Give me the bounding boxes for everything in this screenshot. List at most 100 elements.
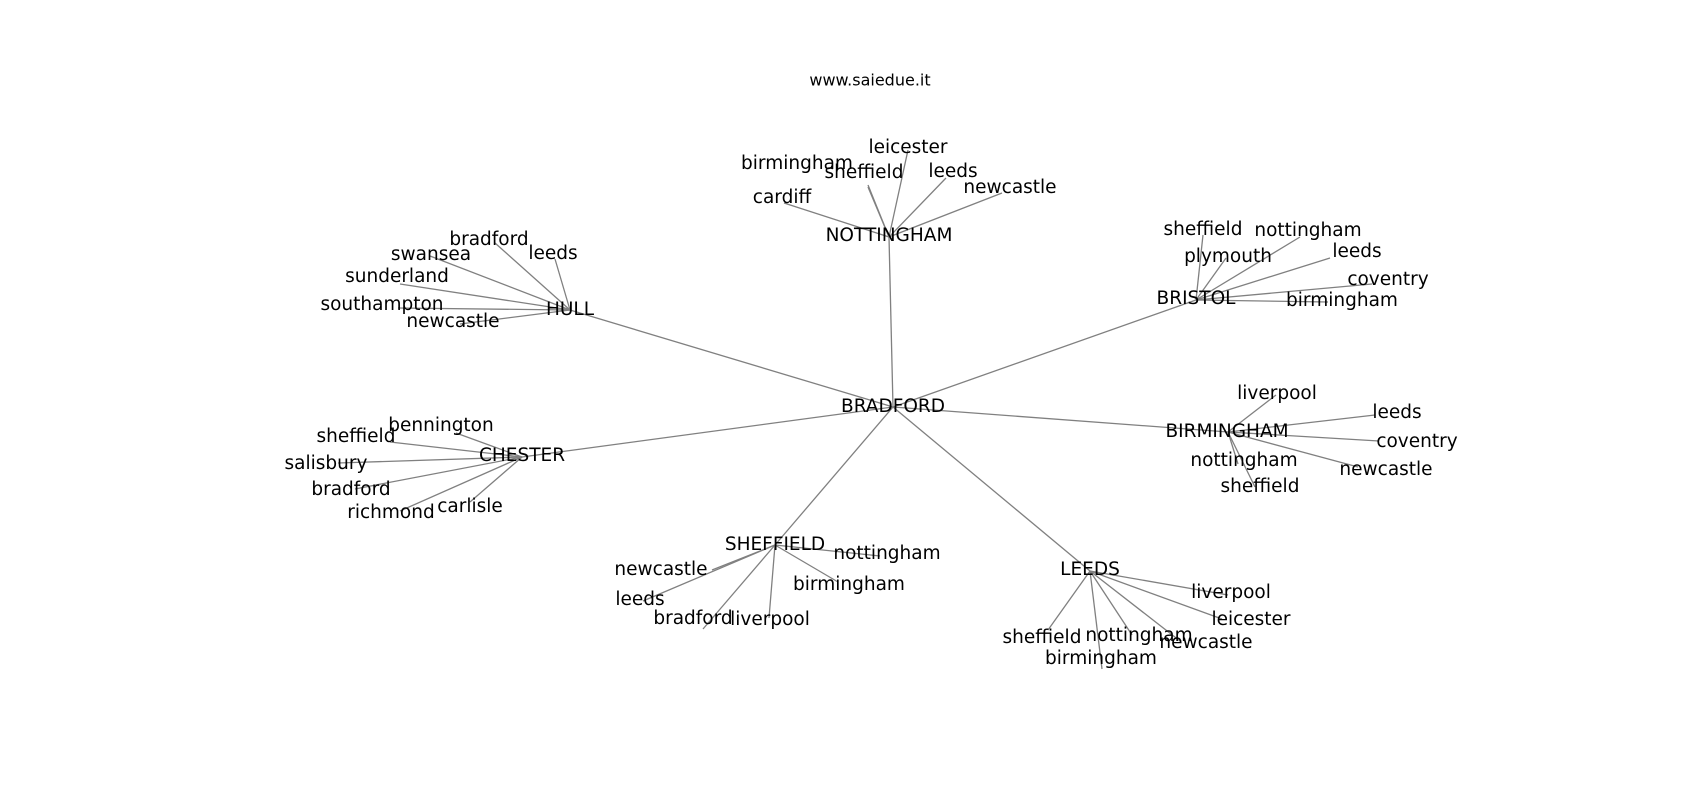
edge-hull-southampton xyxy=(397,307,571,311)
edge-hull-swansea xyxy=(429,255,571,311)
edge-birmingham-coventry xyxy=(1227,431,1380,442)
edge-bristol-plymouth xyxy=(1195,257,1227,301)
edge-nottingham-newcastle xyxy=(888,192,1003,238)
node-leaf-hull-leeds: leeds xyxy=(528,243,577,264)
edge-nottingham-sheffield xyxy=(867,184,890,238)
node-leaf-leeds-liverpool: liverpool xyxy=(1191,582,1271,603)
node-leaf-leeds-birmingham: birmingham xyxy=(1045,648,1157,669)
edge-bradford-birmingham xyxy=(892,406,1229,433)
edge-leeds-nottingham xyxy=(1089,570,1133,636)
node-leaf-chester-sheffield: sheffield xyxy=(317,426,396,447)
edge-leeds-sheffield xyxy=(1047,570,1091,631)
node-leaf-sheffield-newcastle: newcastle xyxy=(614,559,707,580)
edge-sheffield-nottingham xyxy=(774,544,881,557)
node-leaf-bristol-leeds: leeds xyxy=(1332,241,1381,262)
node-leaf-sheffield-nottingham: nottingham xyxy=(833,543,940,564)
node-leaf-nottingham-leicester: leicester xyxy=(868,137,947,158)
edge-leeds-liverpool xyxy=(1089,570,1229,596)
node-leaf-nottingham-newcastle: newcastle xyxy=(963,177,1056,198)
edge-chester-bradford xyxy=(354,456,523,490)
node-root-label: BRADFORD xyxy=(841,396,945,417)
edge-birmingham-leeds xyxy=(1227,414,1376,433)
edge-leeds-leicester xyxy=(1089,570,1223,620)
node-leaf-chester-salisbury: salisbury xyxy=(285,453,368,474)
node-hub-birmingham: BIRMINGHAM xyxy=(1165,421,1288,442)
edge-sheffield-birmingham xyxy=(774,544,839,583)
edge-bristol-nottingham xyxy=(1195,236,1301,301)
node-leaf-nottingham-birmingham: birmingham xyxy=(741,153,853,174)
node-leaf-chester-bennington: bennington xyxy=(388,415,493,436)
node-leaf-sheffield-liverpool: liverpool xyxy=(730,609,810,630)
edge-nottingham-leicester xyxy=(888,149,909,238)
node-leaf-chester-carlisle: carlisle xyxy=(437,496,503,517)
edge-leeds-birmingham xyxy=(1089,570,1103,670)
node-leaf-leeds-nottingham: nottingham xyxy=(1085,625,1192,646)
edge-bristol-sheffield xyxy=(1195,234,1204,301)
edge-leeds-newcastle xyxy=(1089,570,1181,642)
node-leaf-chester-bradford: bradford xyxy=(311,479,390,500)
edge-chester-sheffield xyxy=(389,441,523,458)
node-leaf-birmingham-coventry: coventry xyxy=(1376,431,1457,452)
edge-chester-richmond xyxy=(399,456,523,512)
node-leaf-hull-sunderland: sunderland xyxy=(345,266,449,287)
edge-birmingham-liverpool xyxy=(1227,394,1277,433)
node-leaf-bristol-birmingham: birmingham xyxy=(1286,290,1398,311)
node-leaf-bristol-plymouth: plymouth xyxy=(1184,246,1272,267)
edge-sheffield-liverpool xyxy=(768,544,776,619)
page-title: www.saiedue.it xyxy=(809,71,930,90)
node-leaf-sheffield-birmingham: birmingham xyxy=(793,574,905,595)
edge-bradford-bristol xyxy=(892,299,1197,408)
node-hub-nottingham: NOTTINGHAM xyxy=(826,225,953,246)
node-leaf-nottingham-cardiff: cardiff xyxy=(753,187,813,208)
edge-bristol-leeds xyxy=(1195,257,1331,301)
node-leaf-chester-richmond: richmond xyxy=(347,502,434,523)
edge-chester-salisbury xyxy=(337,456,523,464)
node-leaf-hull-swansea: swansea xyxy=(391,244,471,265)
edge-bradford-sheffield xyxy=(774,406,894,546)
label-layer: BRADFORD NOTTINGHAM birmingham leicester she… xyxy=(285,137,1458,669)
node-leaf-hull-bradford: bradford xyxy=(449,229,528,250)
edge-bradford-hull xyxy=(569,309,894,408)
node-leaf-nottingham-leeds: leeds xyxy=(928,161,977,182)
edge-hull-leeds xyxy=(554,258,571,311)
node-leaf-sheffield-bradford: bradford xyxy=(653,608,732,629)
edge-bradford-leeds xyxy=(892,406,1091,572)
edge-sheffield-bradford xyxy=(702,544,776,630)
node-leaf-birmingham-leeds: leeds xyxy=(1372,402,1421,423)
node-leaf-hull-southampton: southampton xyxy=(320,294,443,315)
edge-bristol-birmingham xyxy=(1195,299,1329,303)
edge-layer xyxy=(337,149,1380,670)
node-leaf-birmingham-nottingham: nottingham xyxy=(1190,450,1297,471)
edge-birmingham-nottingham xyxy=(1227,431,1239,465)
node-hub-bristol: BRISTOL xyxy=(1157,288,1237,309)
edge-hull-newcastle xyxy=(459,309,571,325)
node-leaf-birmingham-sheffield: sheffield xyxy=(1221,476,1300,497)
node-leaf-bristol-nottingham: nottingham xyxy=(1254,220,1361,241)
edge-hull-bradford xyxy=(494,242,571,311)
edge-bradford-nottingham xyxy=(888,236,894,408)
edge-bradford-chester xyxy=(521,406,894,458)
edge-nottingham-leeds xyxy=(888,177,947,238)
edge-chester-carlisle xyxy=(469,456,523,503)
node-leaf-birmingham-liverpool: liverpool xyxy=(1237,383,1317,404)
node-leaf-nottingham-sheffield: sheffield xyxy=(825,162,904,183)
node-leaf-leeds-leicester: leicester xyxy=(1211,609,1290,630)
node-leaf-bristol-coventry: coventry xyxy=(1347,269,1428,290)
edge-sheffield-leeds xyxy=(642,544,776,602)
node-leaf-leeds-newcastle: newcastle xyxy=(1159,632,1252,653)
edge-hull-sunderland xyxy=(399,283,571,311)
edge-chester-bennington xyxy=(455,432,523,458)
edge-birmingham-sheffield xyxy=(1227,431,1256,488)
edge-bristol-coventry xyxy=(1195,283,1373,301)
edge-nottingham-cardiff xyxy=(783,202,890,238)
node-hub-hull: HULL xyxy=(546,299,595,320)
node-hub-sheffield: SHEFFIELD xyxy=(725,534,825,555)
edge-birmingham-newcastle xyxy=(1227,431,1359,468)
node-hub-chester: CHESTER xyxy=(479,445,565,466)
node-leaf-bristol-sheffield: sheffield xyxy=(1164,219,1243,240)
node-leaf-sheffield-leeds: leeds xyxy=(615,589,664,610)
node-leaf-birmingham-newcastle: newcastle xyxy=(1339,459,1432,480)
node-leaf-hull-newcastle: newcastle xyxy=(406,311,499,332)
node-leaf-leeds-sheffield: sheffield xyxy=(1003,627,1082,648)
